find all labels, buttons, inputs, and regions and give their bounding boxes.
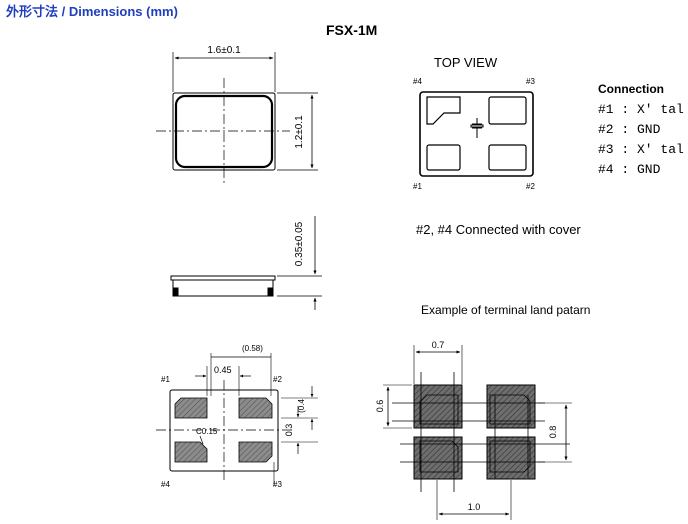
connection-row: #4 : GND [598,162,661,177]
bottom-view-pin-label: #4 [161,480,170,489]
connection-row: #1 : X' tal [598,102,684,117]
top-view-title: TOP VIEW [434,55,498,70]
outline-side-view [170,216,322,310]
land-dim-bottom: 1.0 [468,502,481,512]
top-view-pin-label: #1 [413,182,422,191]
land-pattern-title: Example of terminal land patarn [421,303,591,317]
bottom-dim-pad-h: (0.4 [297,399,306,413]
bottom-view-package [156,353,318,486]
bottom-dim-ref: (0.58) [242,344,263,353]
top-view-pin-label: #3 [526,77,535,86]
top-view-package [419,91,534,177]
height-dimension: 1.2±0.1 [294,115,305,149]
top-view-pin-label: #4 [413,77,422,86]
page-heading: 外形寸法 / Dimensions (mm) [6,4,178,19]
land-pattern-drawing [383,345,572,520]
connection-title: Connection [598,82,664,96]
connection-row: #2 : GND [598,122,661,137]
bottom-view-pin-label: #2 [273,375,282,384]
width-dimension: 1.6±0.1 [207,45,241,56]
land-dim-left: 0.6 [375,400,385,413]
bottom-dim-gap: 0.3 [284,424,294,437]
thickness-dimension: 0.35±0.05 [294,221,305,266]
model-name: FSX-1M [326,22,378,38]
land-dim-top: 0.7 [432,340,445,350]
bottom-dim-pitch: 0.45 [214,365,232,375]
bottom-dim-chamfer: C0.15 [196,427,218,436]
cover-note: #2, #4 Connected with cover [416,222,581,237]
bottom-view-pin-label: #3 [273,480,282,489]
connection-row: #3 : X' tal [598,142,684,157]
land-dim-right: 0.8 [548,426,558,439]
bottom-view-pin-label: #1 [161,375,170,384]
top-view-pin-label: #2 [526,182,535,191]
outline-top-view [156,52,318,186]
